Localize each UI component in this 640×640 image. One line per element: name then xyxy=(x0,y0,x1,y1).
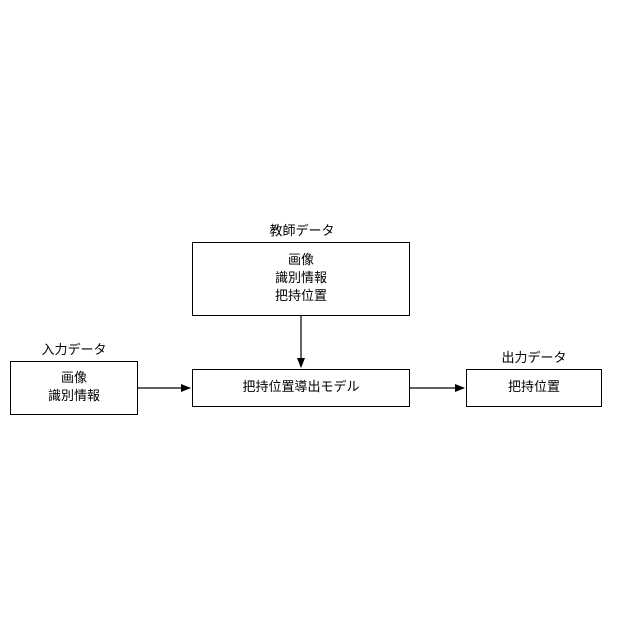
output-data-box: 把持位置 xyxy=(466,369,602,407)
input-data-box: 画像 識別情報 xyxy=(10,361,138,415)
model-box: 把持位置導出モデル xyxy=(192,369,410,407)
input-data-label: 入力データ xyxy=(34,343,114,358)
teacher-data-item-identification: 識別情報 xyxy=(275,270,327,288)
output-data-item-grip-position: 把持位置 xyxy=(508,379,560,397)
output-data-label: 出力データ xyxy=(494,351,574,366)
input-data-item-image: 画像 xyxy=(61,370,87,388)
teacher-data-box: 画像 識別情報 把持位置 xyxy=(192,242,410,316)
teacher-data-label: 教師データ xyxy=(262,224,342,239)
teacher-data-item-image: 画像 xyxy=(288,252,314,270)
input-data-item-identification: 識別情報 xyxy=(48,388,100,406)
model-label: 把持位置導出モデル xyxy=(242,379,359,397)
teacher-data-item-grip-position: 把持位置 xyxy=(275,288,327,306)
